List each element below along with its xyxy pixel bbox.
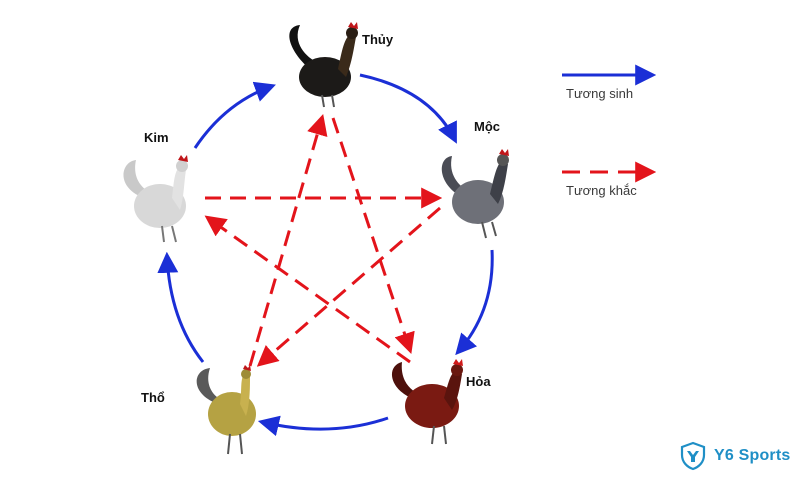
rooster-moc-neck <box>490 160 508 204</box>
logo-text: Y6 Sports <box>714 447 791 464</box>
rooster-moc-leg-1 <box>481 221 487 239</box>
y6-sports-logo: Y6 Sports <box>678 440 791 472</box>
legend-label-sinh: Tương sinh <box>566 86 633 101</box>
rooster-kim-head <box>176 160 188 172</box>
rooster-kim-tail <box>123 160 154 198</box>
rooster-kim-comb <box>178 155 188 162</box>
rooster-kim-neck <box>172 166 186 210</box>
rooster-thuy-neck <box>338 33 356 77</box>
sinh-arrow-tho-kim <box>157 251 205 363</box>
rooster-tho-tail <box>196 368 226 404</box>
sinh-arrow-thuy-moc <box>359 73 457 144</box>
rooster-hoa-neck <box>444 370 462 410</box>
rooster-thuy-body <box>299 57 351 97</box>
rooster-tho-leg-1 <box>227 433 231 455</box>
sinh-arrow-hoa-tho <box>257 415 389 437</box>
rooster-moc-head <box>497 154 509 166</box>
sinh-arrows <box>157 73 494 437</box>
rooster-tho-leg-2 <box>239 433 243 455</box>
rooster-kim <box>123 155 188 243</box>
rooster-kim-leg-2 <box>171 225 177 243</box>
rooster-thuy-leg-2 <box>331 94 335 108</box>
sinh-arrow-moc-hoa <box>455 249 494 356</box>
node-label-moc: Mộc <box>474 119 500 134</box>
rooster-moc <box>441 149 509 239</box>
rooster-tho-comb <box>243 365 251 371</box>
rooster-hoa-head <box>451 364 463 376</box>
node-label-hoa: Hỏa <box>466 374 491 389</box>
rooster-thuy-leg-1 <box>321 94 325 108</box>
rooster-moc-leg-2 <box>491 221 497 237</box>
khac-arrow-hoa-kim <box>204 215 411 364</box>
rooster-moc-tail <box>441 156 470 198</box>
rooster-hoa-comb <box>453 359 463 366</box>
khac-arrow-thuy-hoa <box>331 117 415 354</box>
khac-arrow-tho-thuy <box>248 113 328 367</box>
shield-logo-icon <box>680 441 706 471</box>
node-label-tho: Thổ <box>141 390 165 405</box>
rooster-tho-head <box>241 369 251 379</box>
rooster-thuy <box>289 22 358 108</box>
rooster-hoa <box>391 359 463 445</box>
rooster-hoa-tail <box>391 362 424 400</box>
rooster-tho-neck <box>240 374 250 416</box>
sinh-arrow-kim-thuy <box>193 81 276 149</box>
rooster-thuy-head <box>346 27 358 39</box>
rooster-tho <box>196 365 256 455</box>
rooster-hoa-leg-1 <box>431 425 435 445</box>
khac-arrows <box>204 113 443 367</box>
khac-arrow-moc-tho <box>256 206 441 367</box>
rooster-kim-leg-1 <box>161 225 165 243</box>
legend: Tương sinh Tương khắc <box>562 64 657 198</box>
rooster-moc-comb <box>499 149 509 156</box>
legend-label-khac: Tương khắc <box>566 183 637 198</box>
node-label-kim: Kim <box>144 130 169 145</box>
rooster-thuy-comb <box>348 22 358 29</box>
node-label-thuy: Thủy <box>362 32 394 47</box>
rooster-hoa-leg-2 <box>443 425 447 445</box>
